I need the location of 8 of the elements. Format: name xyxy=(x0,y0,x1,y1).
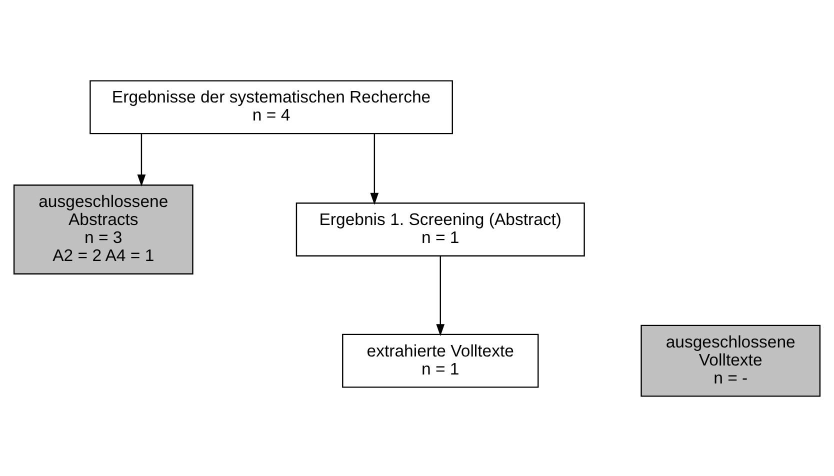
node-box: Ergebnisse der systematischen Recherche n = 4 xyxy=(90,80,453,134)
arrow xyxy=(370,133,379,204)
node-box: Ergebnis 1. Screening (Abstract) n = 1 xyxy=(296,202,585,256)
node-box: ausgeschlossene Volltexte n = - xyxy=(640,324,821,396)
node-box: extrahierte Volltexte n = 1 xyxy=(342,333,539,388)
arrow xyxy=(137,133,146,186)
arrow xyxy=(436,256,445,336)
node-box: ausgeschlossene Abstracts n = 3 A2 = 2 A4 = 1 xyxy=(13,184,194,274)
